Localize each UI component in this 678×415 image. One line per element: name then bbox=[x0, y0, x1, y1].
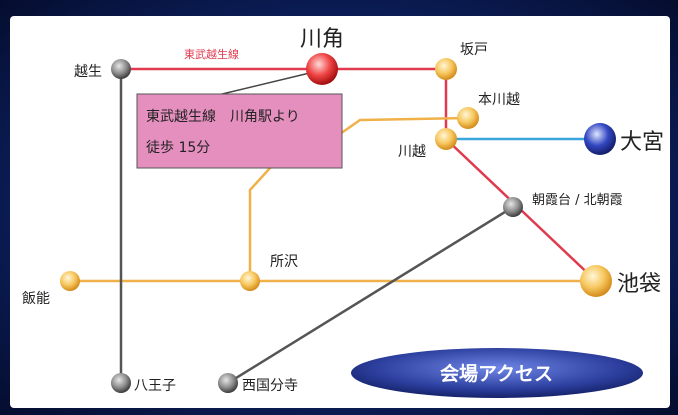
venue-access-badge[interactable]: 会場アクセス bbox=[351, 348, 643, 398]
label-nishikokubunji: 西国分寺 bbox=[242, 378, 298, 394]
label-tokorozawa: 所沢 bbox=[270, 254, 298, 270]
station-omiya-marker[interactable] bbox=[584, 123, 616, 155]
label-kawakado: 川角 bbox=[300, 27, 344, 52]
rail-lines bbox=[70, 67, 600, 385]
label-sakado: 坂戸 bbox=[460, 42, 488, 58]
callout-line-2: 徒歩 15分 bbox=[146, 140, 210, 156]
stations bbox=[60, 53, 616, 393]
tobu-ogose-line-label: 東武越生線 bbox=[184, 47, 239, 61]
station-kawagoe-marker[interactable] bbox=[435, 128, 457, 150]
station-tokorozawa-marker[interactable] bbox=[240, 271, 260, 291]
badge-shape[interactable] bbox=[351, 348, 643, 398]
label-asakadai: 朝霞台 / 北朝霞 bbox=[532, 193, 623, 208]
label-hachioji: 八王子 bbox=[134, 378, 176, 394]
access-callout: 東武越生線 川角駅より 徒歩 15分 bbox=[136, 93, 343, 169]
callout-line-1: 東武越生線 川角駅より bbox=[146, 109, 300, 125]
label-ikebukuro: 池袋 bbox=[617, 272, 661, 297]
jr-musashino-line bbox=[227, 205, 514, 385]
label-hanno: 飯能 bbox=[22, 290, 50, 307]
station-ogose-marker[interactable] bbox=[111, 59, 131, 79]
station-ikebukuro-marker[interactable] bbox=[580, 265, 612, 297]
label-kawagoe: 川越 bbox=[398, 144, 426, 160]
badge-label: 会場アクセス bbox=[440, 362, 553, 385]
station-honkawagoe-marker[interactable] bbox=[457, 107, 479, 129]
station-hanno-marker[interactable] bbox=[60, 271, 80, 291]
station-labels: 越生 川角 坂戸 本川越 川越 大宮 朝霞台 / 北朝霞 所沢 飯能 池袋 八王… bbox=[22, 27, 664, 394]
label-omiya: 大宮 bbox=[620, 130, 664, 155]
station-sakado-marker[interactable] bbox=[435, 58, 457, 80]
station-asakadai-marker[interactable] bbox=[503, 197, 523, 217]
callout-box bbox=[136, 93, 343, 169]
station-hachioji-marker[interactable] bbox=[111, 373, 131, 393]
label-honkawagoe: 本川越 bbox=[478, 92, 520, 108]
station-nishikokubunji-marker[interactable] bbox=[218, 373, 238, 393]
label-ogose: 越生 bbox=[74, 64, 102, 80]
callout-pointer bbox=[217, 69, 323, 96]
tobu-tojo-line bbox=[444, 69, 597, 282]
station-kawakado-marker[interactable] bbox=[306, 53, 338, 85]
